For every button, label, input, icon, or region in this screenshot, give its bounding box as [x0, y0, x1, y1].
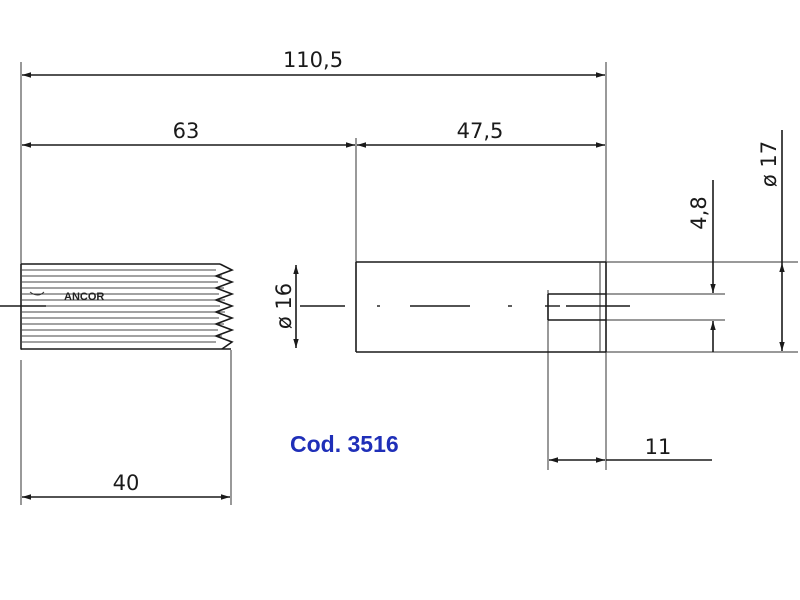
extension-lines — [20, 62, 798, 505]
spline-diameter-text: ø 16 — [272, 283, 296, 329]
dimension-spline-length: 40 — [22, 471, 230, 500]
shaft-diameter-text: ø 17 — [757, 141, 781, 187]
dimension-overall-length: 110,5 — [22, 48, 605, 78]
spline-length-text: 40 — [113, 471, 140, 495]
shaft-section — [355, 261, 630, 353]
keyway — [547, 293, 630, 321]
overall-length-text: 110,5 — [283, 48, 343, 72]
dimension-keyway-length: 11 — [549, 435, 712, 463]
dimension-shaft-section: 47,5 — [357, 119, 605, 148]
keyway-width-text: 4,8 — [687, 196, 711, 229]
brand-mark — [29, 291, 45, 296]
spline-section: ANCOR — [20, 263, 235, 350]
dimension-shaft-diameter: ø 17 — [757, 130, 785, 351]
brand-label: ANCOR — [64, 291, 104, 303]
spline-section-length-text: 63 — [173, 119, 200, 143]
product-code: Cod. 3516 — [290, 431, 399, 457]
keyway-length-text: 11 — [645, 435, 672, 459]
spline-teeth — [22, 263, 235, 350]
shaft-section-length-text: 47,5 — [457, 119, 504, 143]
dimension-keyway-width: 4,8 — [687, 180, 716, 352]
dimension-spline-diameter: ø 16 — [272, 265, 299, 348]
dimension-spline-section: 63 — [22, 119, 355, 148]
